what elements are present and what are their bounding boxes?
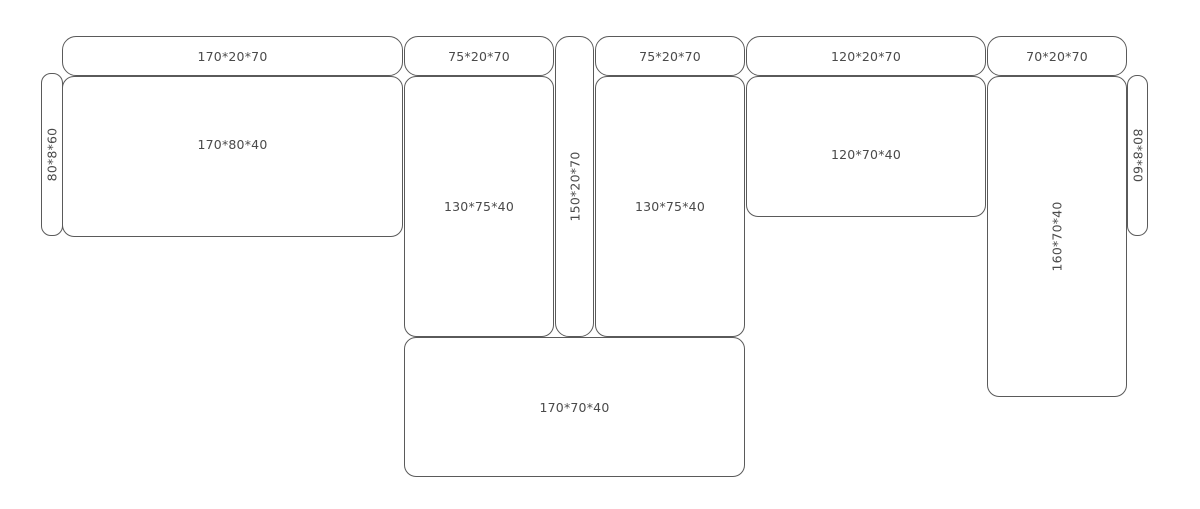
armrest-left-80x8x60: 80*8*60 <box>41 73 63 236</box>
seat-130x75x40-right: 130*75*40 <box>595 76 745 337</box>
backrest-label: 75*20*70 <box>448 48 510 64</box>
seat-130x75x40-left: 130*75*40 <box>404 76 554 337</box>
seat-120x70x40: 120*70*40 <box>746 76 986 217</box>
seat-170x70x40: 170*70*40 <box>404 337 745 477</box>
armrest-label: 80*8*60 <box>44 127 60 182</box>
seat-label: 130*75*40 <box>635 199 705 214</box>
backrest-label: 75*20*70 <box>639 48 701 64</box>
seat-160x70x40: 160*70*40 <box>987 76 1127 397</box>
armrest-right-80x8x60: 80*8*60 <box>1127 75 1148 236</box>
seat-label: 160*70*40 <box>1049 201 1065 272</box>
seat-label: 170*70*40 <box>539 399 610 415</box>
divider-150x20x70: 150*20*70 <box>555 36 594 337</box>
backrest-label: 70*20*70 <box>1026 48 1088 64</box>
seat-label: 130*75*40 <box>444 199 514 214</box>
backrest-120x20x70: 120*20*70 <box>746 36 986 76</box>
seat-170x80x40: 170*80*40 <box>62 76 403 237</box>
backrest-170x20x70: 170*20*70 <box>62 36 403 76</box>
armrest-label: 80*8*60 <box>1130 128 1146 183</box>
backrest-label: 170*20*70 <box>197 48 268 64</box>
backrest-75x20x70-right: 75*20*70 <box>595 36 745 76</box>
seat-label: 170*80*40 <box>197 137 268 152</box>
seat-label: 120*70*40 <box>831 147 901 162</box>
divider-label: 150*20*70 <box>567 151 583 222</box>
backrest-70x20x70: 70*20*70 <box>987 36 1127 76</box>
backrest-75x20x70-left: 75*20*70 <box>404 36 554 76</box>
backrest-label: 120*20*70 <box>831 48 901 64</box>
